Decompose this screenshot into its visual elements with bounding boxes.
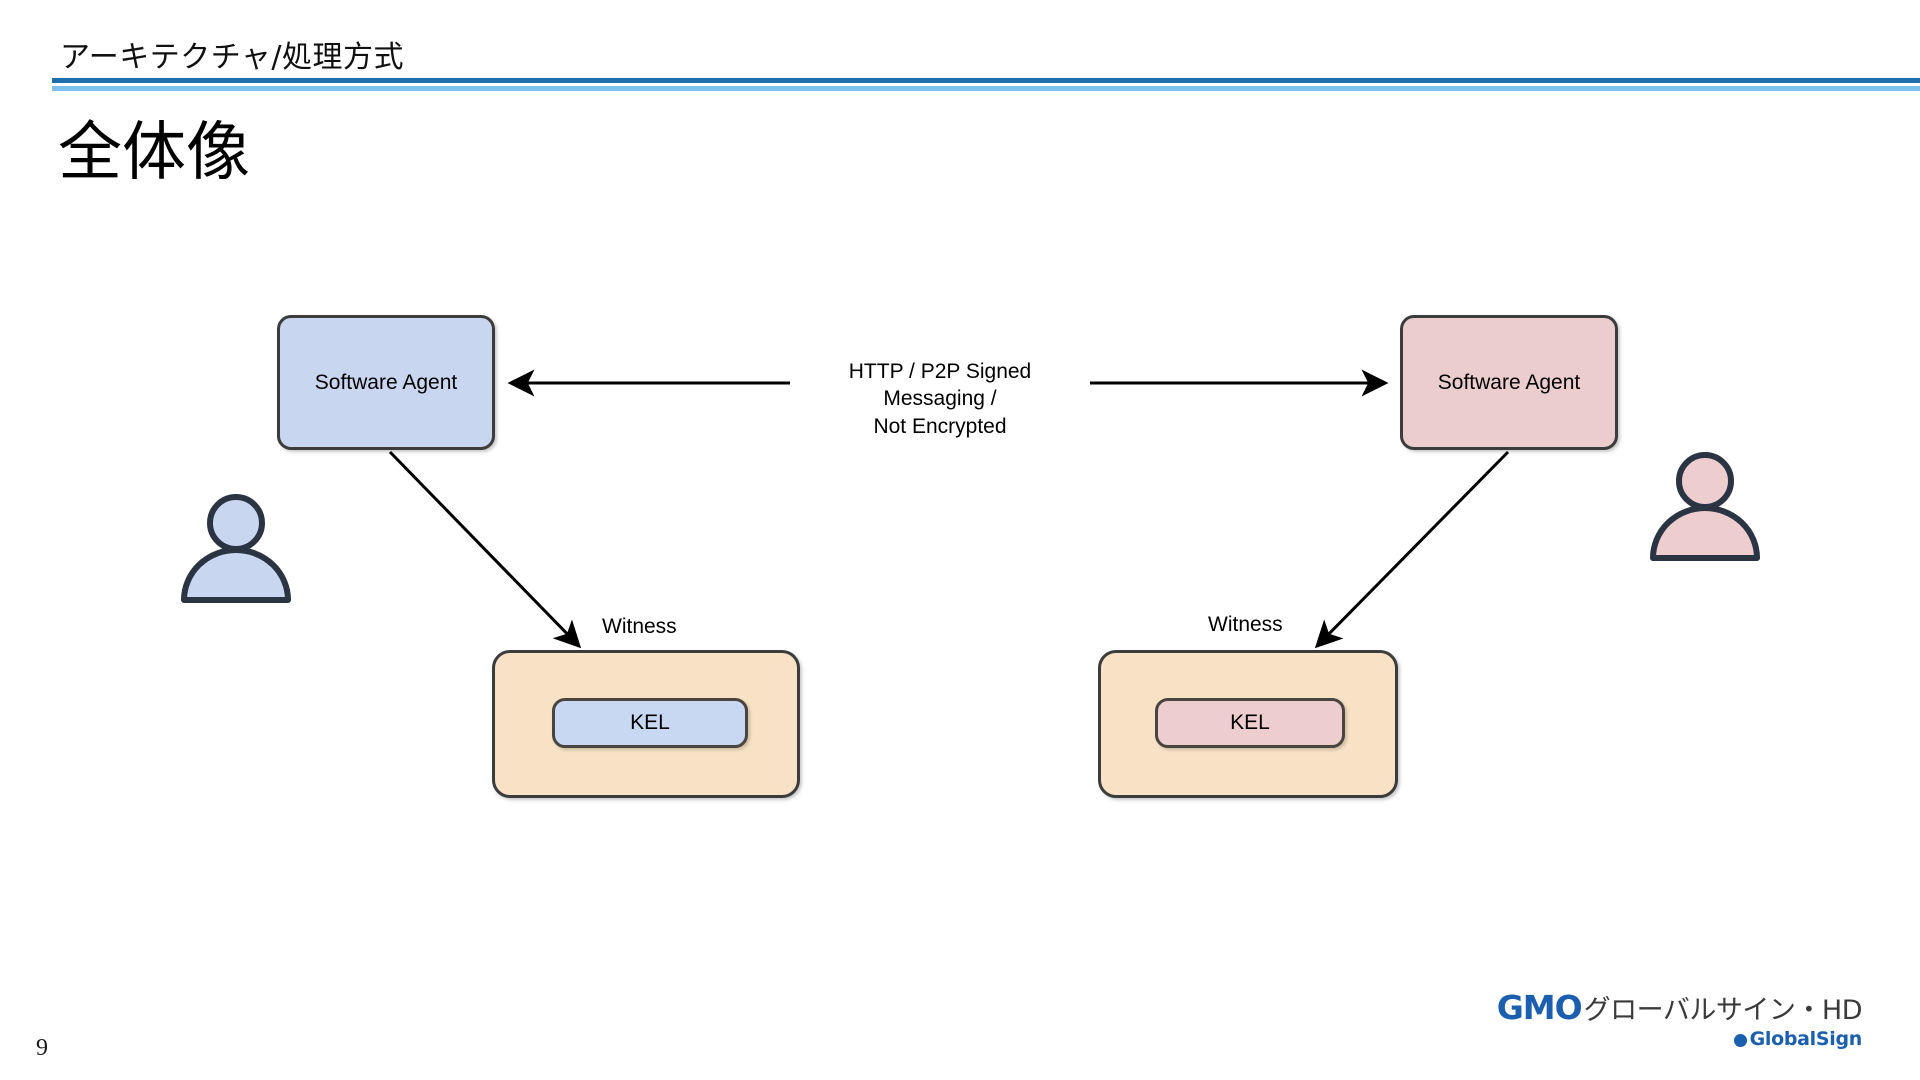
person-icon-left — [176, 492, 296, 609]
logo-secondary-row: GlobalSign — [1562, 1028, 1862, 1050]
logo-primary-row: GMO グローバルサイン・HD — [1497, 988, 1863, 1027]
page-title: 全体像 — [58, 116, 250, 190]
node-kel-left[interactable]: KEL — [552, 698, 748, 748]
header-rule-light — [52, 86, 1920, 91]
header-rule-dark — [52, 78, 1920, 83]
globalsign-dot-icon — [1733, 1033, 1747, 1047]
edge-agent-right-to-witness-right — [1314, 450, 1510, 649]
node-label: KEL — [1230, 711, 1270, 734]
edge-label-agent-to-agent: HTTP / P2P Signed Messaging / Not Encryp… — [795, 356, 1085, 442]
brand-logo: GMO グローバルサイン・HD GlobalSign — [1497, 988, 1863, 1050]
node-label: Software Agent — [1437, 370, 1581, 394]
page-number: 9 — [36, 1035, 48, 1061]
node-label: KEL — [630, 711, 670, 734]
logo-gmo-text: GMO — [1496, 988, 1583, 1027]
logo-globalsign-text: GlobalSign — [1749, 1028, 1863, 1050]
edge-label-line-1: HTTP / P2P Signed Messaging / — [848, 360, 1032, 411]
node-kel-right[interactable]: KEL — [1155, 698, 1345, 748]
person-icon-right — [1645, 450, 1765, 567]
edge-agent-left-to-witness-left — [388, 450, 582, 649]
node-label: Software Agent — [314, 370, 458, 394]
slide-header: アーキテクチャ/処理方式 — [0, 0, 1920, 110]
logo-japanese-text: グローバルサイン・HD — [1583, 995, 1863, 1026]
label-witness-right: Witness — [1208, 613, 1283, 636]
slide-kicker: アーキテクチャ/処理方式 — [60, 40, 405, 75]
edge-label-line-2: Not Encrypted — [873, 414, 1007, 438]
node-software-agent-right[interactable]: Software Agent — [1400, 315, 1618, 450]
label-witness-left: Witness — [602, 615, 677, 638]
node-software-agent-left[interactable]: Software Agent — [277, 315, 495, 450]
